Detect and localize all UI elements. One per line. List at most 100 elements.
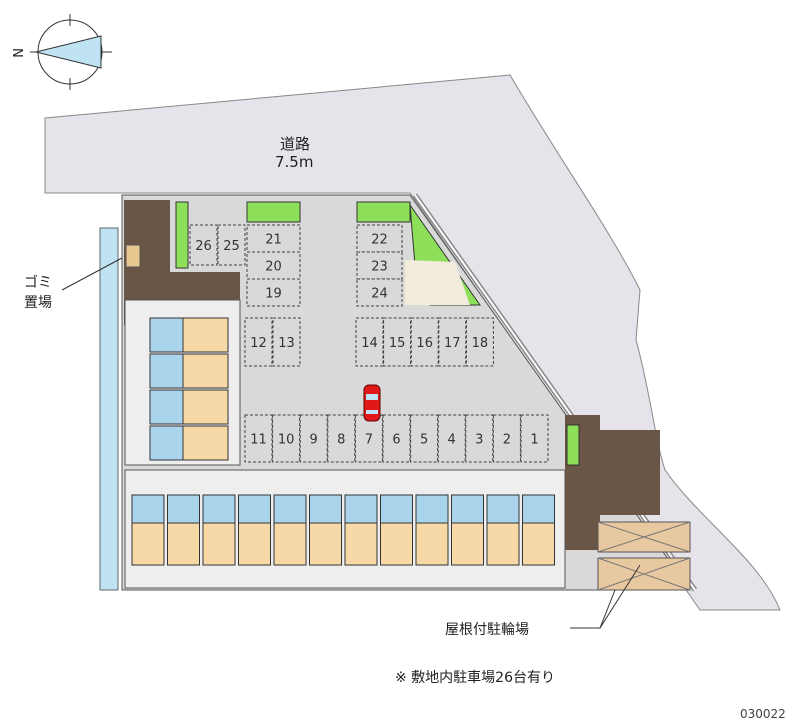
parking-space-number: 8 <box>337 433 345 448</box>
canal <box>99 227 119 591</box>
unit-wet-area <box>309 494 342 524</box>
green-area <box>356 201 411 223</box>
green-area <box>175 201 189 269</box>
unit-wet-area <box>522 494 555 524</box>
unit-wet-area <box>131 494 165 524</box>
unit-wet-area <box>149 353 184 389</box>
unit-room <box>486 522 520 566</box>
unit-room <box>131 522 165 566</box>
parking-space-15: 15 <box>383 317 412 367</box>
parking-space-21: 21 <box>246 224 301 253</box>
parking-space-number: 7 <box>365 433 373 448</box>
property-code: 030022 <box>740 707 786 721</box>
parking-space-number: 5 <box>420 433 428 448</box>
parking-space-number: 22 <box>371 233 388 248</box>
unit-room <box>522 522 555 566</box>
unit-room <box>182 425 229 461</box>
building-left <box>124 299 241 466</box>
parking-space-number: 19 <box>265 287 282 302</box>
parking-note: ※ 敷地内駐車場26台有り <box>395 670 555 686</box>
parking-space-number: 23 <box>371 260 388 275</box>
unit-wet-area <box>149 389 184 425</box>
parking-space-16: 16 <box>410 317 439 367</box>
parking-space-9: 9 <box>299 414 328 463</box>
parking-space-11: 11 <box>244 414 273 463</box>
parking-space-17: 17 <box>438 317 467 367</box>
unit-room <box>380 522 413 566</box>
unit-room <box>182 389 229 425</box>
leader-line <box>61 257 123 291</box>
car-icon <box>363 384 381 422</box>
parking-space-number: 1 <box>530 433 538 448</box>
bicycle-parking-label: 屋根付駐輪場 <box>445 622 529 638</box>
unit-wet-area <box>167 494 200 524</box>
unit-wet-area <box>486 494 520 524</box>
parking-space-23: 23 <box>356 251 403 280</box>
unit-room <box>273 522 307 566</box>
green-area <box>246 201 301 223</box>
unit-room <box>451 522 484 566</box>
road-width: 7.5m <box>275 153 314 171</box>
unit-room <box>202 522 236 566</box>
unit-wet-area <box>238 494 271 524</box>
unit-room <box>344 522 378 566</box>
unit-room <box>182 317 229 353</box>
parking-space-number: 17 <box>444 336 461 351</box>
parking-space-3: 3 <box>465 414 494 463</box>
parking-space-number: 16 <box>416 336 433 351</box>
parking-space-number: 14 <box>361 336 378 351</box>
parking-space-number: 20 <box>265 260 282 275</box>
parking-space-2: 2 <box>492 414 521 463</box>
parking-space-number: 13 <box>278 336 295 351</box>
parking-space-6: 6 <box>382 414 411 463</box>
parking-space-12: 12 <box>244 317 273 367</box>
unit-room <box>238 522 271 566</box>
parking-space-number: 15 <box>389 336 406 351</box>
unit-wet-area <box>273 494 307 524</box>
unit-wet-area <box>149 425 184 461</box>
parking-space-26: 26 <box>189 224 218 266</box>
parking-space-number: 2 <box>503 433 511 448</box>
paved-area <box>600 430 660 515</box>
parking-space-number: 21 <box>265 233 282 248</box>
unit-room <box>182 353 229 389</box>
leader-line <box>599 589 616 629</box>
unit-wet-area <box>202 494 236 524</box>
parking-space-25: 25 <box>217 224 246 266</box>
parking-space-number: 26 <box>195 239 212 254</box>
parking-space-number: 9 <box>310 433 318 448</box>
road-label: 道路 <box>280 135 311 153</box>
parking-space-1: 1 <box>520 414 549 463</box>
parking-space-7: 7 <box>354 414 383 463</box>
unit-wet-area <box>344 494 378 524</box>
building-bottom <box>124 469 566 589</box>
parking-space-number: 4 <box>448 433 456 448</box>
parking-space-5: 5 <box>410 414 439 463</box>
garden-area <box>405 260 470 305</box>
parking-space-number: 6 <box>392 433 400 448</box>
unit-wet-area <box>451 494 484 524</box>
parking-space-number: 18 <box>472 336 489 351</box>
parking-space-8: 8 <box>327 414 356 463</box>
paved-area <box>124 200 240 325</box>
parking-space-19: 19 <box>246 278 301 307</box>
parking-space-number: 11 <box>250 433 267 448</box>
road-area <box>44 74 781 611</box>
parking-space-number: 10 <box>278 433 295 448</box>
parking-space-number: 3 <box>475 433 483 448</box>
parking-space-4: 4 <box>437 414 466 463</box>
green-area <box>566 424 580 466</box>
parking-space-22: 22 <box>356 224 403 253</box>
compass-icon: N <box>9 14 112 90</box>
parking-space-number: 24 <box>371 287 388 302</box>
parking-space-13: 13 <box>272 317 301 367</box>
unit-wet-area <box>149 317 184 353</box>
unit-wet-area <box>380 494 413 524</box>
parking-space-number: 12 <box>250 336 267 351</box>
parking-space-24: 24 <box>356 278 403 307</box>
unit-room <box>415 522 449 566</box>
garbage-area-label-1: ゴミ <box>24 275 52 291</box>
